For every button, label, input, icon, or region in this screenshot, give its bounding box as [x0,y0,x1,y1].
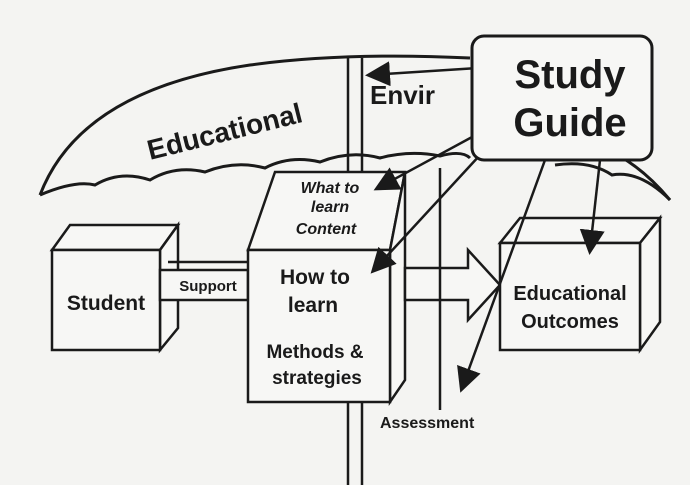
support-label: Support [179,278,237,295]
content-line-2: learn [311,199,349,216]
content-line-1: What to [301,180,360,197]
umbrella-label-left: Educational [144,97,305,165]
arrow-to-methods [370,141,493,274]
arrow-to-environment [365,61,479,87]
study-guide-line-1: Study [514,53,626,97]
student-label: Student [67,292,145,315]
arrow-to-content [373,128,486,191]
method-line-1: How to [280,266,350,289]
outcomes-box [497,214,663,354]
student-box [49,221,181,354]
learning-cube [246,170,407,407]
method-line-3: Methods & [266,342,363,363]
study-guide-line-2: Guide [513,101,626,145]
support-connector [158,260,250,302]
outcomes-line-1: Educational [513,283,626,305]
method-line-2: learn [288,294,338,317]
outcomes-line-2: Outcomes [521,311,619,333]
content-line-3: Content [296,221,357,238]
umbrella-pole [346,58,364,485]
study-guide-box [470,34,654,162]
method-line-4: strategies [272,368,362,389]
arrow-to-assessment [457,159,547,393]
outcome-flow-arrow [403,246,502,324]
arrow-to-outcomes [579,159,605,255]
umbrella-label-right: Envir [370,80,435,110]
assessment-label: Assessment [380,415,475,432]
study-guide-arrows [365,61,605,393]
